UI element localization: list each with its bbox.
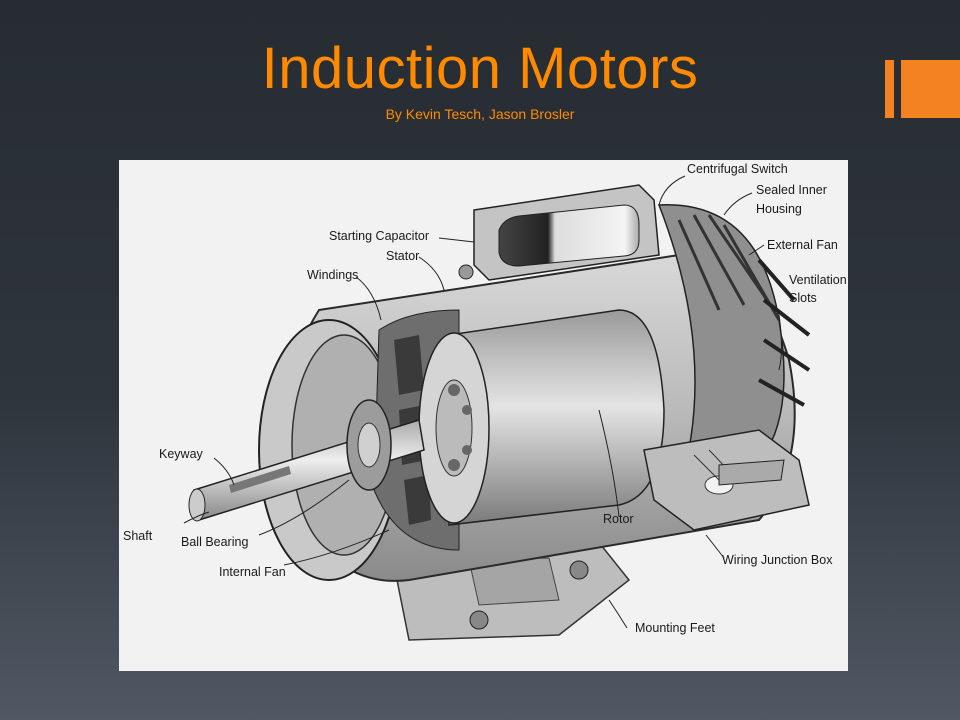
label-mounting-feet: Mounting Feet	[635, 621, 715, 635]
label-sealed-inner: Sealed Inner	[756, 183, 827, 197]
label-ventilation: Ventilation	[789, 273, 847, 287]
label-windings: Windings	[307, 268, 358, 282]
rotor	[418, 309, 665, 526]
label-external-fan: External Fan	[767, 238, 838, 252]
label-wiring-junction-box: Wiring Junction Box	[722, 553, 833, 567]
accent-bar	[885, 60, 894, 118]
ball-bearing	[346, 399, 392, 491]
label-stator: Stator	[386, 249, 419, 263]
label-starting-capacitor: Starting Capacitor	[329, 229, 429, 243]
leader-lines	[183, 175, 782, 629]
label-centrifugal-switch: Centrifugal Switch	[687, 162, 788, 176]
label-internal-fan: Internal Fan	[219, 565, 286, 579]
label-rotor: Rotor	[603, 512, 634, 526]
starting-capacitor-housing	[458, 184, 660, 281]
motor-illustration: Centrifugal Switch Sealed Inner Housing …	[123, 162, 847, 641]
slide-subtitle: By Kevin Tesch, Jason Brosler	[385, 106, 575, 122]
wiring-junction-box	[643, 429, 810, 531]
label-slots: Slots	[789, 291, 817, 305]
label-housing: Housing	[756, 202, 802, 216]
label-shaft: Shaft	[123, 529, 153, 543]
slide-title: Induction Motors	[261, 36, 699, 101]
motor-diagram: Centrifugal Switch Sealed Inner Housing …	[119, 160, 848, 671]
label-keyway: Keyway	[159, 447, 204, 461]
accent-block	[901, 60, 960, 118]
label-ball-bearing: Ball Bearing	[181, 535, 248, 549]
